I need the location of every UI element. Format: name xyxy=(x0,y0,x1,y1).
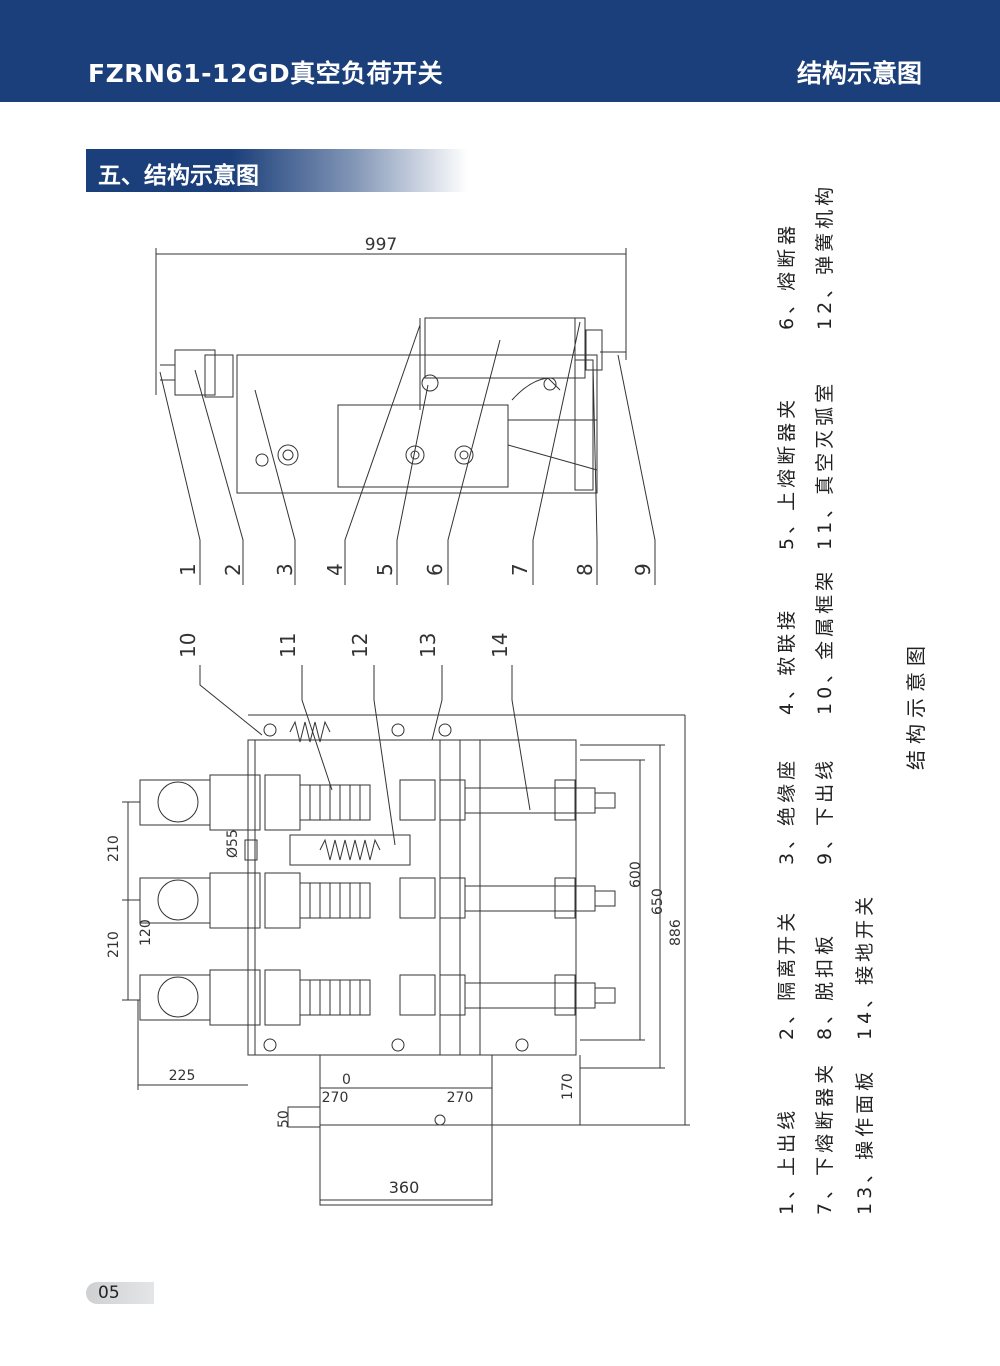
legend-14: 14、接地开关 xyxy=(854,892,876,1040)
legend-4: 4、软联接 xyxy=(776,606,798,715)
phase-1 xyxy=(139,774,616,831)
phase-3 xyxy=(139,969,616,1026)
diagram-caption: 结构示意图 xyxy=(904,640,928,770)
callout-4: 4 xyxy=(323,563,347,576)
page-number: 05 xyxy=(98,1283,120,1303)
dim-170: 170 xyxy=(560,1073,576,1100)
leader-lines-top xyxy=(159,321,656,585)
callout-14: 14 xyxy=(488,633,512,658)
callout-1: 1 xyxy=(176,563,200,576)
top-view xyxy=(122,714,690,1206)
dim-650: 650 xyxy=(650,888,666,915)
dim-55: Ø55 xyxy=(225,829,241,858)
header-bar: FZRN61-12GD真空负荷开关 结构示意图 xyxy=(0,0,1000,102)
callout-13: 13 xyxy=(416,633,440,658)
legend-8: 8、脱扣板 xyxy=(814,931,836,1040)
dim-0: 0 xyxy=(342,1072,351,1088)
dim-225: 225 xyxy=(169,1068,196,1084)
legend-12: 12、弹簧机构 xyxy=(814,182,836,330)
callout-8: 8 xyxy=(573,563,597,576)
dim-120: 120 xyxy=(138,919,154,946)
side-view: 997 xyxy=(155,235,627,494)
section-heading-bar: 五、结构示意图 xyxy=(86,149,468,192)
legend-11: 11、真空灭弧室 xyxy=(814,379,836,550)
leader-lines-bottom xyxy=(199,665,531,846)
callout-3: 3 xyxy=(273,563,297,576)
section-title: 结构示意图 xyxy=(796,59,922,88)
callout-10: 10 xyxy=(176,633,200,658)
legend-9: 9、下出线 xyxy=(814,756,836,865)
callout-6: 6 xyxy=(423,563,447,576)
dim-600: 600 xyxy=(628,861,644,888)
legend-1: 1、上出线 xyxy=(776,1106,798,1215)
dim-270-a: 270 xyxy=(322,1090,349,1106)
dim-210-a: 210 xyxy=(106,835,122,862)
legend-3: 3、绝缘座 xyxy=(776,756,798,865)
legend-7: 7、下熔断器夹 xyxy=(814,1060,836,1215)
callout-2: 2 xyxy=(221,563,245,576)
dim-270-b: 270 xyxy=(447,1090,474,1106)
callout-11: 11 xyxy=(276,633,300,658)
callout-7: 7 xyxy=(508,563,532,576)
dim-210-b: 210 xyxy=(106,931,122,958)
section-heading: 五、结构示意图 xyxy=(98,163,259,189)
legend-2: 2、隔离开关 xyxy=(776,908,798,1040)
phase-2 xyxy=(139,872,616,929)
callout-9: 9 xyxy=(631,563,655,576)
dim-50: 50 xyxy=(276,1110,292,1128)
page-number-badge: 05 xyxy=(86,1282,154,1304)
product-title: FZRN61-12GD真空负荷开关 xyxy=(88,59,444,88)
legend-13: 13、操作面板 xyxy=(854,1067,876,1215)
dim-360: 360 xyxy=(389,1178,420,1197)
dim-886: 886 xyxy=(668,919,684,946)
callout-5: 5 xyxy=(373,563,397,576)
legend-10: 10、金属框架 xyxy=(814,567,836,715)
legend-6: 6、熔断器 xyxy=(776,221,798,330)
dim-997: 997 xyxy=(365,235,397,255)
legend-5: 5、上熔断器夹 xyxy=(776,395,798,550)
callout-12: 12 xyxy=(348,633,372,658)
